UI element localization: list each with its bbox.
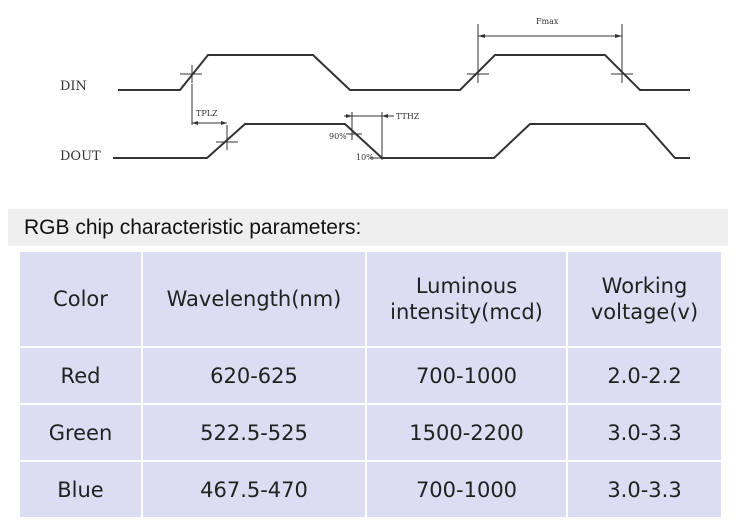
table-cell: 3.0-3.3 [566,403,723,462]
table-cell: 1500-2200 [365,403,568,462]
section-title: RGB chip characteristic parameters: [8,209,728,246]
table-cell: 3.0-3.3 [566,460,723,519]
header-line: voltage(v) [590,300,699,324]
table-cell: Red [18,346,143,405]
table-cell: 700-1000 [365,346,568,405]
header-line: Wavelength(nm) [166,287,342,311]
table-cell: 522.5-525 [141,403,367,462]
header-wavelength: Wavelength(nm) [141,250,367,348]
pct10-label: 10% [356,153,374,162]
dout-crossing-marks [216,134,238,150]
dout-label: DOUT [60,149,101,164]
pct90-label: 90% [329,132,347,141]
din-crossing-marks [180,65,633,83]
dout-waveform [113,123,690,159]
parameter-table: Color Wavelength(nm) Luminous intensity(… [18,250,723,519]
din-label: DIN [60,79,87,94]
header-color: Color [18,250,143,348]
table-cell: 467.5-470 [141,460,367,519]
header-luminous: Luminous intensity(mcd) [365,250,568,348]
fmax-label: Fmax [536,17,559,26]
tplz-label: TPLZ [196,109,218,118]
header-line: intensity(mcd) [390,300,543,324]
timing-diagram: TPLZ TTHZ 90% 10% Fmax DIN DOUT [60,17,690,164]
table-row: Red 620-625 700-1000 2.0-2.2 [18,346,723,405]
tplz-measure [191,84,228,134]
table-cell: 2.0-2.2 [566,346,723,405]
header-line: Color [53,287,108,311]
din-waveform [118,54,690,91]
tthz-measure [344,112,394,160]
table-row: Blue 467.5-470 700-1000 3.0-3.3 [18,460,723,519]
header-line: Working [601,274,688,298]
table-row: Green 522.5-525 1500-2200 3.0-3.3 [18,403,723,462]
header-line: Luminous [415,274,518,298]
fmax-measure [477,24,623,66]
table-cell: Green [18,403,143,462]
tthz-label: TTHZ [396,112,420,121]
table-header-row: Color Wavelength(nm) Luminous intensity(… [18,250,723,348]
table-cell: 620-625 [141,346,367,405]
table-cell: Blue [18,460,143,519]
table-cell: 700-1000 [365,460,568,519]
header-voltage: Working voltage(v) [566,250,723,348]
